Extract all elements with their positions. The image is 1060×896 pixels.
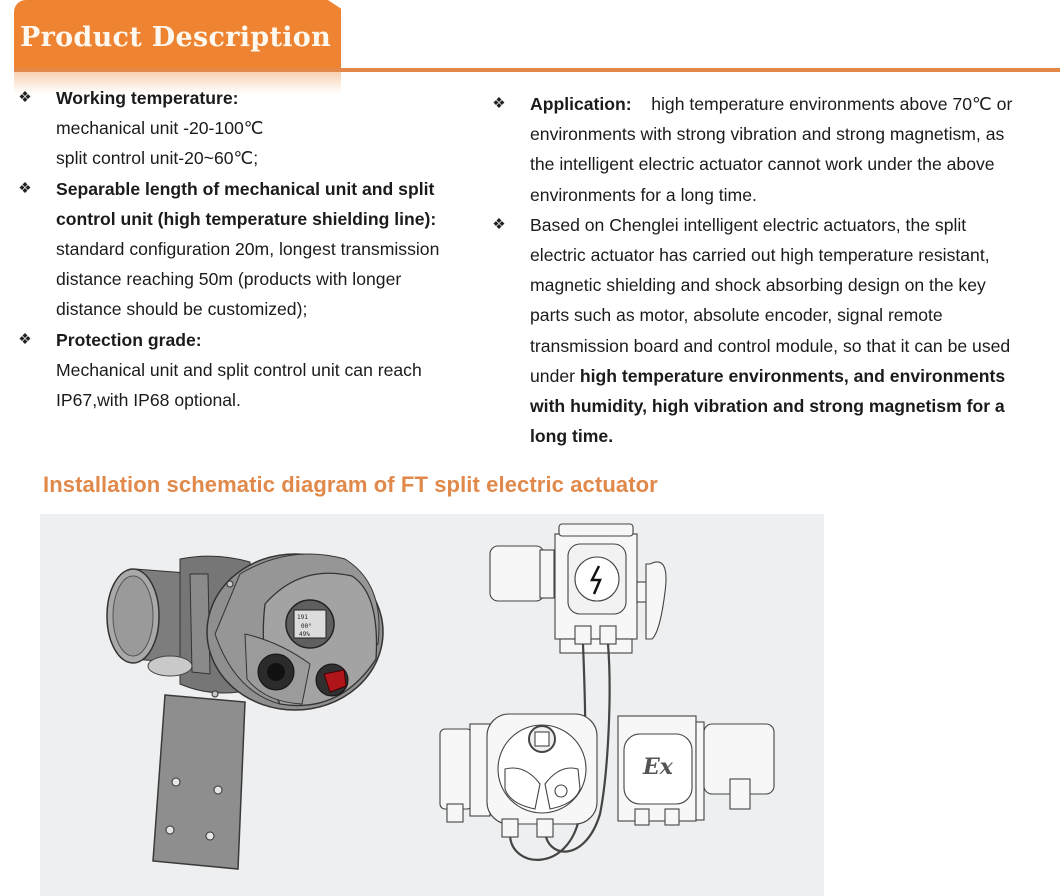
diamond-bullet-icon: ❖ bbox=[492, 95, 506, 112]
display-readout-1: 191 bbox=[297, 614, 308, 621]
bullet-text: high temperature environments above 70℃ … bbox=[651, 94, 1013, 114]
header-divider bbox=[14, 68, 1060, 72]
bullet-text-line: Based on Chenglei intelligent electric a… bbox=[530, 214, 967, 235]
ex-mark: Ex bbox=[642, 754, 674, 780]
actuator-line-drawing: Ex bbox=[439, 523, 775, 861]
bullet-heading: Protection grade: bbox=[56, 329, 202, 350]
bullet-text-line: standard configuration 20m, longest tran… bbox=[56, 239, 440, 260]
bullet-text-line: distance reaching 50m (products with lon… bbox=[56, 269, 402, 290]
bullet-text-line: the intelligent electric actuator cannot… bbox=[530, 154, 995, 175]
bullet-design-description: ❖ Based on Chenglei intelligent electric… bbox=[490, 210, 1050, 452]
bullet-separable-length: ❖ Separable length of mechanical unit an… bbox=[16, 174, 476, 325]
header-banner bbox=[14, 0, 341, 72]
bullet-text-bold: high temperature environments, and envir… bbox=[579, 365, 1006, 386]
bullet-text-line: transmission board and control module, s… bbox=[530, 335, 1011, 356]
bullet-application: ❖ Application: high temperature environm… bbox=[490, 89, 1050, 210]
bullet-text: under bbox=[530, 365, 580, 386]
bullet-heading: Separable length of mechanical unit and … bbox=[56, 178, 435, 199]
bullet-text-line: distance should be customized); bbox=[56, 299, 308, 320]
diamond-bullet-icon: ❖ bbox=[18, 330, 32, 348]
figure-title: Installation schematic diagram of FT spl… bbox=[43, 472, 658, 497]
actuator-3d-render: 191 00° 49% bbox=[106, 553, 384, 870]
bullet-protection-grade: ❖ Protection grade: Mechanical unit and … bbox=[16, 325, 476, 416]
display-readout-2: 00° bbox=[301, 623, 312, 630]
diamond-bullet-icon: ❖ bbox=[18, 179, 32, 197]
bullet-heading: Application: bbox=[530, 94, 632, 114]
bullet-text-line: electric actuator has carried out high t… bbox=[530, 245, 990, 266]
page-title: Product Description bbox=[20, 22, 332, 53]
diamond-bullet-icon: ❖ bbox=[18, 89, 32, 106]
bullet-text-line: IP67,with IP68 optional. bbox=[56, 390, 241, 411]
bullet-text-line: parts such as motor, absolute encoder, s… bbox=[530, 305, 943, 326]
diamond-bullet-icon: ❖ bbox=[492, 215, 506, 233]
header-banner-shadow bbox=[14, 72, 341, 94]
bullet-text-line: magnetic shielding and shock absorbing d… bbox=[530, 275, 986, 296]
actuator-illustrations: 191 00° 49% bbox=[106, 523, 775, 870]
bullet-heading: Working temperature: bbox=[56, 88, 239, 108]
bullet-working-temperature: ❖ Working temperature: mechanical unit -… bbox=[16, 83, 476, 174]
bullet-text-line: environments for a long time. bbox=[530, 184, 757, 205]
bullet-text-line: mechanical unit -20-100℃ bbox=[56, 118, 264, 139]
bullet-text-line: split control unit-20~60℃; bbox=[56, 148, 259, 169]
right-column: ❖ Application: high temperature environm… bbox=[490, 89, 1050, 451]
bullet-text-line-bold: long time. bbox=[530, 426, 614, 447]
bullet-text-line: Mechanical unit and split control unit c… bbox=[56, 359, 422, 380]
display-readout-3: 49% bbox=[299, 631, 310, 638]
left-column: ❖ Working temperature: mechanical unit -… bbox=[16, 83, 476, 415]
bullet-heading: control unit (high temperature shielding… bbox=[56, 208, 437, 229]
bullet-text-line: environments with strong vibration and s… bbox=[530, 124, 1005, 145]
bullet-text-line-bold: with humidity, high vibration and strong… bbox=[530, 396, 1005, 417]
installation-diagram: 191 00° 49% bbox=[40, 514, 824, 896]
